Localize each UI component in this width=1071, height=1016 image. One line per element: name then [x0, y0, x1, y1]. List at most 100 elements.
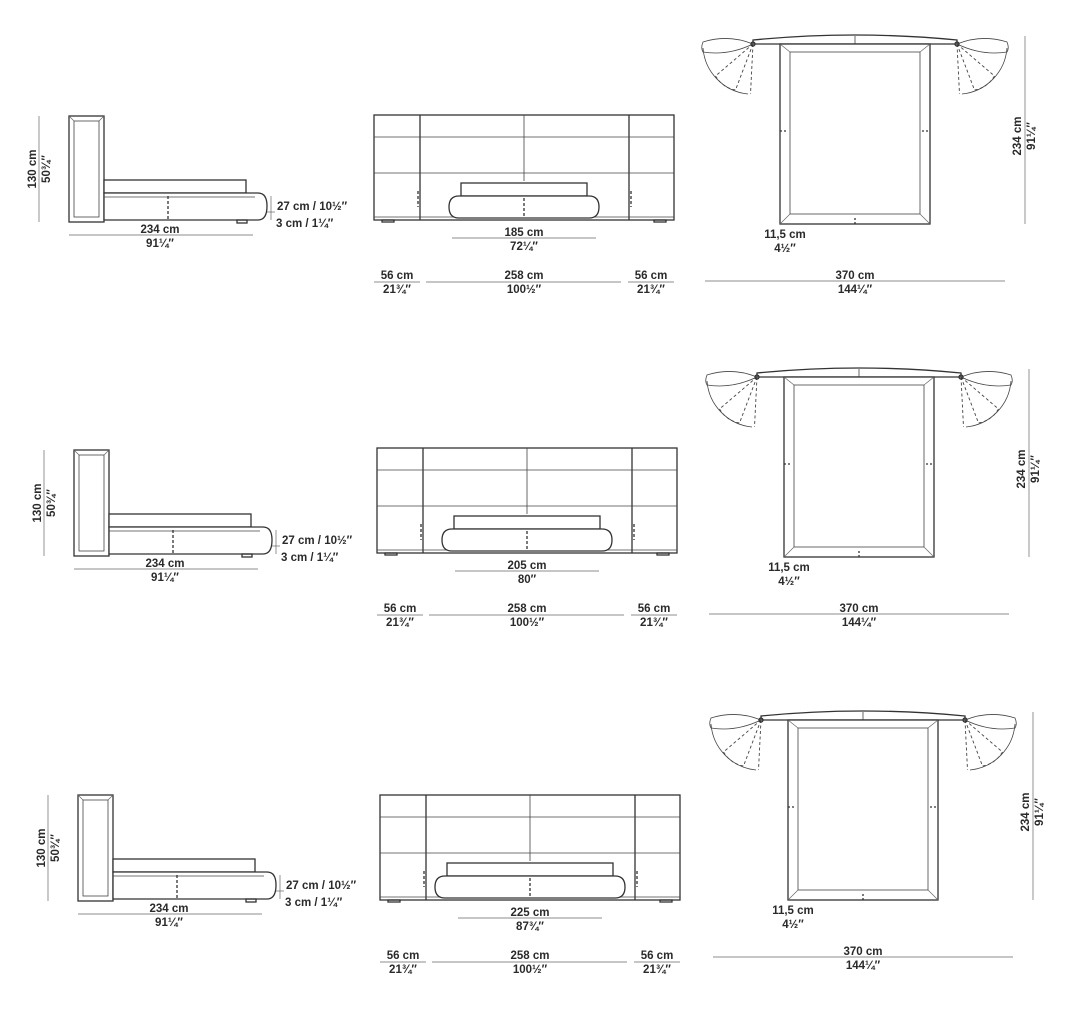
length-cm-label: 234 cm [145, 558, 184, 570]
foot-shape [384, 552, 398, 556]
total-width-in-label: 144¼″ [846, 960, 881, 972]
foot-shape [245, 898, 257, 903]
left-panel-in-label: 21¾″ [389, 964, 417, 976]
left-panel-cm-label: 56 cm [384, 603, 417, 615]
foot-shape [653, 219, 667, 223]
headboard-shape [73, 449, 110, 557]
nightstand-swing-arc [706, 380, 753, 428]
bed-frame-outer [779, 43, 931, 225]
headboard-bevel [103, 449, 110, 456]
frame-miter [927, 889, 939, 901]
frame-offset-cm-label: 11,5 cm [772, 905, 814, 917]
base-height-label: 27 cm / 10½″ [282, 535, 353, 547]
foot-shape [381, 219, 395, 223]
center-panel-in-label: 100½″ [510, 617, 545, 629]
base-shape [448, 195, 600, 219]
bed-frame-outer [787, 719, 939, 901]
center-panel-cm-label: 258 cm [507, 603, 546, 615]
right-panel-in-label: 21¾″ [643, 964, 671, 976]
depth-cm-label: 234 cm [1020, 792, 1032, 831]
total-width-cm-label: 370 cm [835, 270, 874, 282]
right-panel-in-label: 21¾″ [640, 617, 668, 629]
base-shape [441, 528, 613, 552]
headboard-bevel [68, 115, 75, 122]
headboard-bevel [77, 794, 84, 801]
nightstand-swing-dash [723, 751, 744, 767]
frame-miter [923, 376, 935, 386]
height-in-label: 50¾″ [41, 155, 53, 183]
foot-shape [387, 899, 401, 903]
frame-miter [783, 376, 795, 386]
frame-offset-in-label: 4½″ [782, 919, 804, 931]
bed-frame-inner [793, 384, 925, 548]
nightstand-top-shape [964, 714, 1017, 730]
right-panel-cm-label: 56 cm [641, 950, 674, 962]
base-shape [112, 871, 277, 900]
nightstand-swing-dash [964, 719, 968, 771]
nightstand-swing-dash [739, 376, 758, 424]
frame-miter [919, 213, 931, 225]
headboard-shape [77, 794, 114, 902]
left-panel-cm-label: 56 cm [387, 950, 420, 962]
foot-shape [659, 899, 673, 903]
headboard-inner [73, 120, 100, 218]
nightstand-pivot [962, 717, 968, 723]
frame-offset-cm-label: 11,5 cm [764, 229, 806, 241]
nightstand-swing-dash [964, 719, 1003, 753]
nightstand-swing-dash [956, 43, 995, 77]
left-panel-in-label: 21¾″ [386, 617, 414, 629]
frame-miter [927, 719, 939, 729]
nightstand-top-shape [705, 371, 758, 387]
nightstand-swing-dash [978, 408, 999, 424]
base-shape [108, 526, 273, 555]
frame-miter [783, 546, 795, 558]
nightstand-swing-dash [719, 376, 758, 410]
base-height-label: 27 cm / 10½″ [277, 201, 348, 213]
mattress-width-cm-label: 185 cm [504, 227, 543, 239]
nightstand-swing-dash [960, 376, 964, 428]
headboard-shape [68, 115, 105, 223]
nightstand-swing-arc [965, 380, 1012, 428]
foot-height-label: 3 cm / 1¼″ [281, 552, 339, 564]
nightstand-swing-arc [702, 47, 749, 95]
right-panel-cm-label: 56 cm [635, 270, 668, 282]
nightstand-swing-dash [956, 43, 960, 95]
nightstand-swing-dash [956, 43, 975, 91]
frame-offset-in-label: 4½″ [774, 243, 796, 255]
height-in-label: 50¾″ [46, 489, 58, 517]
headboard-inner [78, 454, 105, 552]
nightstand-swing-dash [715, 75, 736, 91]
mattress-shape [108, 513, 252, 528]
nightstand-top-shape [960, 371, 1013, 387]
height-cm-label: 130 cm [27, 149, 39, 188]
bed-frame-inner [789, 51, 921, 215]
nightstand-pivot [758, 717, 764, 723]
depth-cm-label: 234 cm [1016, 449, 1028, 488]
nightstand-pivot [954, 41, 960, 47]
mattress-shape [460, 182, 588, 197]
nightstand-swing-dash [960, 376, 979, 424]
frame-offset-in-label: 4½″ [778, 576, 800, 588]
nightstand-swing-dash [719, 408, 740, 424]
total-width-in-label: 144¼″ [842, 617, 877, 629]
nightstand-swing-dash [735, 43, 754, 91]
base-height-label: 27 cm / 10½″ [286, 880, 357, 892]
nightstand-swing-dash [754, 376, 758, 428]
nightstand-top-shape [709, 714, 762, 730]
right-panel-in-label: 21¾″ [637, 284, 665, 296]
height-cm-label: 130 cm [36, 828, 48, 867]
mattress-width-in-label: 80″ [518, 574, 537, 586]
headboard-inner [82, 799, 109, 897]
length-cm-label: 234 cm [149, 903, 188, 915]
bed-frame-inner [797, 727, 929, 891]
nightstand-pivot [750, 41, 756, 47]
length-cm-label: 234 cm [140, 224, 179, 236]
nightstand-swing-arc [961, 47, 1008, 95]
